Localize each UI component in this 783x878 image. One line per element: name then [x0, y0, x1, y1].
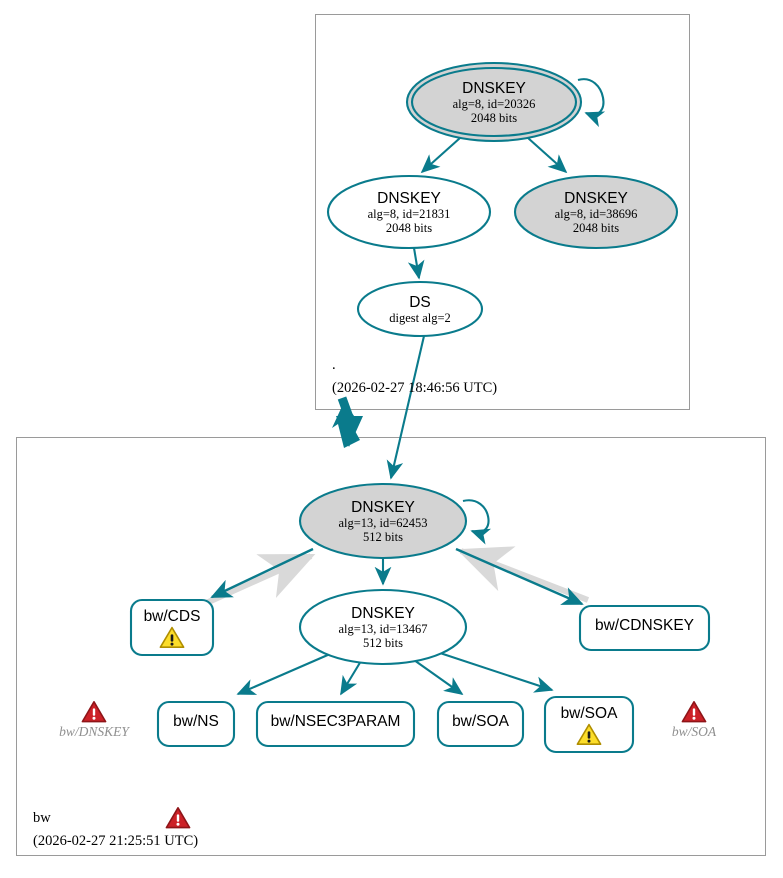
node-shape-bw-soa-2[interactable] — [543, 695, 635, 754]
zone-name-bw: bw — [33, 810, 51, 826]
edge-bw-zsk-to-soa-2 — [439, 652, 554, 693]
zone-timestamp-root: (2026-02-27 18:46:56 UTC) — [332, 380, 498, 396]
edge-bw-zsk-to-nsec3param — [340, 660, 362, 696]
node-shape-bw-nsec3param[interactable] — [255, 700, 416, 748]
edge-bw-ksk-to-cds — [210, 547, 314, 599]
node-shape-bw-soa-1[interactable] — [436, 700, 525, 748]
error-triangle-icon — [165, 806, 191, 830]
node-shape-root-ksk[interactable] — [405, 61, 583, 143]
edge-bw-cds-to-ksk-reference — [202, 553, 316, 607]
edge-root-ksk-to-zsk38696 — [527, 137, 568, 174]
edge-root-ds-to-bw-ksk — [386, 335, 426, 480]
orphan-bw-dnskey[interactable]: bw/DNSKEY — [34, 700, 154, 739]
orphan-label-bw-soa: bw/SOA — [671, 724, 717, 739]
edge-root-ksk-to-zsk21831 — [420, 137, 461, 174]
zone-name-root: . — [332, 357, 336, 373]
edge-bw-ksk-self-loop — [462, 499, 492, 545]
node-shape-root-zsk-21831[interactable] — [326, 174, 492, 250]
node-shape-bw-cds[interactable] — [129, 598, 215, 657]
node-shape-bw-ksk[interactable] — [298, 482, 468, 560]
orphan-label-bw-dnskey: bw/DNSKEY — [59, 724, 129, 739]
edge-root-zsk21831-to-ds — [407, 247, 425, 280]
node-shape-bw-zsk[interactable] — [298, 588, 468, 666]
orphan-bw-soa[interactable]: bw/SOA — [634, 700, 754, 739]
edge-zone-root-to-bw — [332, 396, 363, 448]
node-shape-bw-ns[interactable] — [156, 700, 236, 748]
zone-box-bw — [16, 437, 766, 856]
zone-box-root — [315, 14, 690, 410]
edge-bw-zsk-to-soa-1 — [413, 659, 464, 695]
node-shape-bw-cdnskey[interactable] — [578, 604, 711, 652]
error-triangle-icon — [634, 700, 754, 724]
node-shape-root-zsk-38696[interactable] — [513, 174, 679, 250]
zone-timestamp-bw: (2026-02-27 21:25:51 UTC) — [33, 833, 199, 849]
node-shape-root-ds[interactable] — [356, 280, 484, 338]
edge-root-ksk-self-loop — [577, 78, 606, 128]
edge-bw-zsk-to-ns — [236, 653, 331, 695]
edge-bw-ksk-to-cdnskey — [455, 547, 584, 606]
error-triangle-icon — [34, 700, 154, 724]
